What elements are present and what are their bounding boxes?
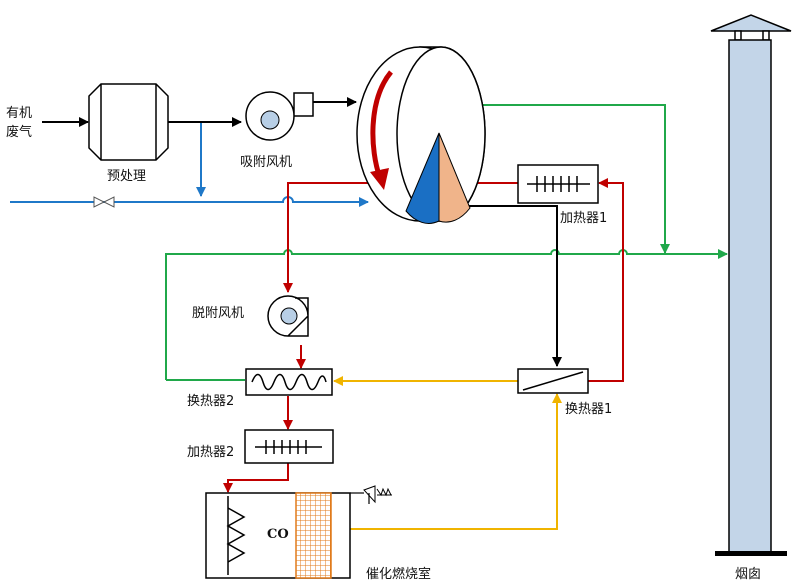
heat-exchanger-1-label: 换热器1 (565, 402, 612, 417)
catalytic-chamber-label: 催化燃烧室 (366, 566, 431, 582)
heater-1 (517, 164, 599, 204)
inlet-label-line-1: 有机 (6, 106, 32, 121)
valve-icon[interactable] (93, 196, 115, 208)
burner-icon (350, 485, 392, 504)
catalytic-chamber (205, 485, 392, 579)
chimney (710, 14, 792, 556)
heater-2-label: 加热器2 (187, 445, 234, 460)
heat-exchanger-2 (245, 368, 333, 396)
desorption-fan-label: 脱附风机 (192, 306, 244, 321)
adsorption-fan-label: 吸附风机 (240, 155, 292, 170)
fresh-air-line (10, 122, 369, 208)
desorption-line (223, 178, 624, 493)
heater-1-label: 加热器1 (560, 211, 607, 226)
chimney-label: 烟囱 (735, 567, 761, 582)
pretreatment-unit (88, 83, 169, 161)
heat-exchanger-2-label: 换热器2 (187, 394, 234, 409)
heat-exchanger-1 (517, 368, 589, 394)
pretreatment-label: 预处理 (107, 169, 146, 184)
co-label: CO (267, 527, 289, 542)
catalyst-bed (295, 492, 332, 579)
inlet-label-line-2: 废气 (6, 124, 32, 140)
zeolite-rotor-wheel (356, 46, 486, 224)
combustion-gas-line (333, 376, 562, 530)
heater-2 (244, 429, 334, 464)
adsorption-fan-icon (245, 91, 314, 141)
process-gas-line (42, 97, 562, 367)
desorption-fan-icon (267, 295, 309, 337)
